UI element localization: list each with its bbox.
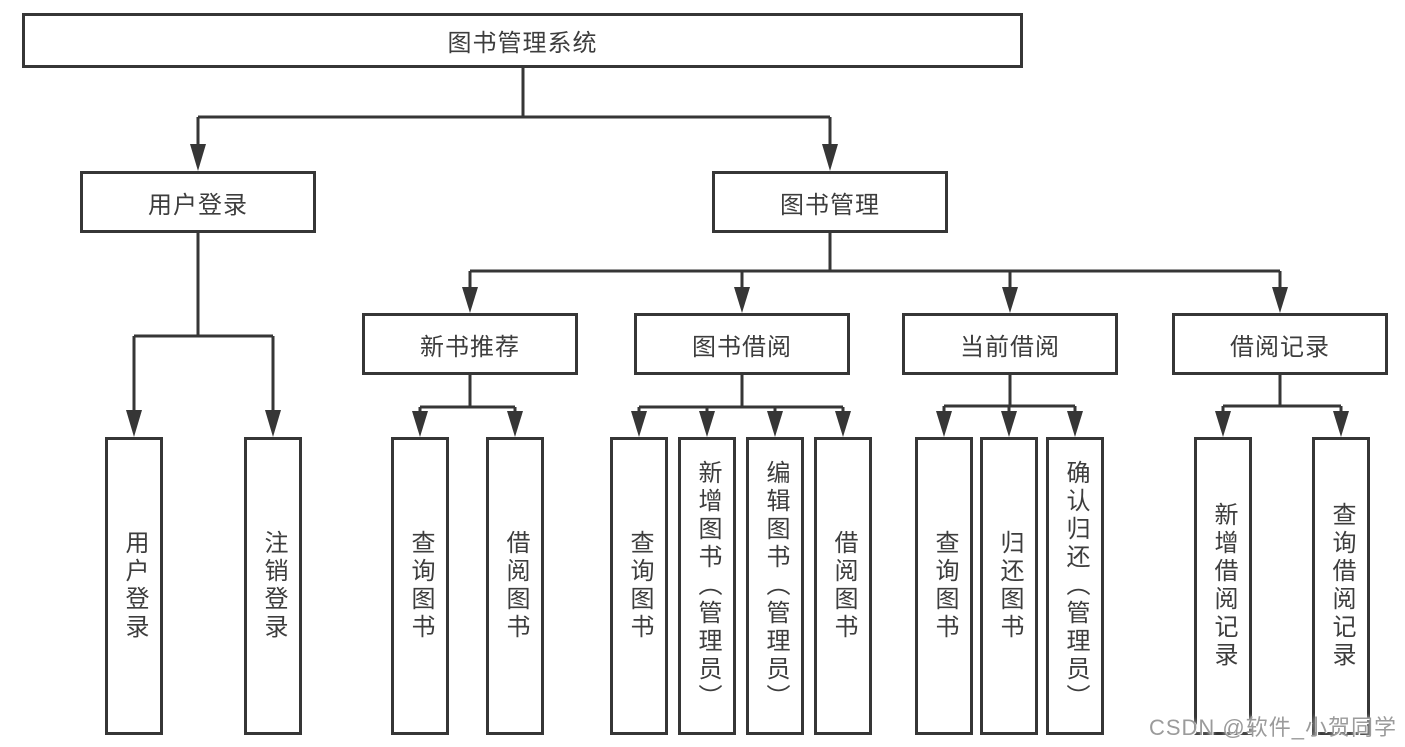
leaf-add-book-admin-label: 新增图书（管理员） [694,460,721,712]
arrowhead [126,410,142,437]
leaf-add-book-admin: 新增图书（管理员） [678,437,736,735]
arrowhead [412,411,428,437]
arrowhead [1067,411,1083,437]
leaf-edit-book-admin-label: 编辑图书（管理员） [762,460,789,712]
leaf-query-books-current-label: 查询图书 [931,530,958,642]
node-root-label: 图书管理系统 [447,30,598,57]
node-new-book-recommend-label: 新书推荐 [420,333,520,361]
leaf-logout: 注销登录 [244,437,302,735]
node-book-management: 图书管理 [712,171,948,233]
node-book-borrow-label: 图书借阅 [692,333,792,361]
arrowhead [699,411,715,437]
node-borrow-records-label: 借阅记录 [1230,333,1330,361]
node-user-login-label: 用户登录 [148,191,248,219]
arrowhead [265,410,281,437]
edge-root-stem [196,68,832,146]
leaf-confirm-return-admin-label: 确认归还（管理员） [1062,460,1089,712]
node-borrow-records: 借阅记录 [1172,313,1388,375]
arrowhead [631,411,647,437]
arrowhead [822,144,838,171]
leaf-return-book-label: 归还图书 [996,530,1023,642]
leaf-query-books-current: 查询图书 [915,437,973,735]
edge-records-group [1221,375,1343,413]
arrowhead [1001,411,1017,437]
arrowhead [1215,411,1231,437]
leaf-user-login: 用户登录 [105,437,163,735]
node-current-borrow: 当前借阅 [902,313,1118,375]
watermark-text: CSDN @软件_小贺同学 [1148,715,1397,740]
leaf-user-login-label: 用户登录 [121,530,148,642]
leaf-edit-book-admin: 编辑图书（管理员） [746,437,804,735]
arrowhead [835,411,851,437]
leaf-logout-label: 注销登录 [260,530,287,642]
node-book-management-label: 图书管理 [780,191,880,219]
leaf-borrow-books: 借阅图书 [814,437,872,735]
arrowhead [1272,287,1288,313]
arrowhead [507,411,523,437]
arrowhead [1333,411,1349,437]
arrowhead [734,287,750,313]
node-book-borrow: 图书借阅 [634,313,850,375]
leaf-query-books-recommend-label: 查询图书 [407,530,434,642]
leaf-borrow-books-recommend: 借阅图书 [486,437,544,735]
leaf-add-borrow-record-label: 新增借阅记录 [1210,502,1237,670]
leaf-query-books-borrow: 查询图书 [610,437,668,735]
arrowhead [190,144,206,171]
leaf-add-borrow-record: 新增借阅记录 [1194,437,1252,735]
leaf-borrow-books-recommend-label: 借阅图书 [502,530,529,642]
edge-book-mgmt-group [468,233,1282,288]
edge-user-login-group [132,233,275,412]
node-user-login: 用户登录 [80,171,316,233]
node-new-book-recommend: 新书推荐 [362,313,578,375]
arrowhead [936,411,952,437]
edge-current-group [942,375,1077,413]
leaf-borrow-books-label: 借阅图书 [830,530,857,642]
leaf-confirm-return-admin: 确认归还（管理员） [1046,437,1104,735]
edge-borrow-group [637,375,845,413]
leaf-query-borrow-record: 查询借阅记录 [1312,437,1370,735]
node-current-borrow-label: 当前借阅 [960,333,1060,361]
node-root: 图书管理系统 [22,13,1023,68]
arrowhead [1002,287,1018,313]
arrowhead [767,411,783,437]
leaf-query-books-borrow-label: 查询图书 [626,530,653,642]
leaf-query-borrow-record-label: 查询借阅记录 [1328,502,1355,670]
leaf-return-book: 归还图书 [980,437,1038,735]
arrowhead [462,287,478,313]
edge-new-rec-group [418,375,517,413]
leaf-query-books-recommend: 查询图书 [391,437,449,735]
